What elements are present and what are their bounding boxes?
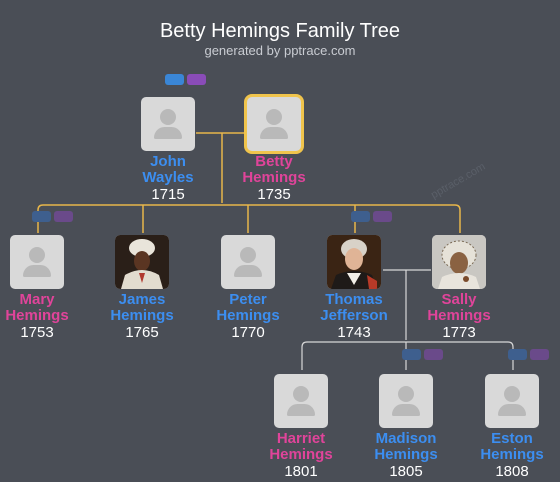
expand-mother-button[interactable] [530, 349, 549, 360]
person-birth-year: 1773 [442, 324, 476, 341]
person-birth-year: 1770 [231, 324, 265, 341]
person-first-name: Peter [229, 291, 267, 308]
person-last-name: Hemings [374, 446, 438, 463]
silhouette-icon [221, 235, 275, 289]
expand-children-toggle-eston[interactable] [508, 349, 552, 361]
person-last-name: Hemings [269, 446, 333, 463]
expand-father-button[interactable] [508, 349, 527, 360]
person-last-name: Hemings [216, 307, 280, 324]
portrait-photo-james [115, 235, 169, 289]
expand-father-button[interactable] [32, 211, 51, 222]
expand-father-button[interactable] [351, 211, 370, 222]
person-birth-year: 1743 [337, 324, 371, 341]
person-first-name: Madison [375, 430, 437, 447]
person-last-name: Hemings [110, 307, 174, 324]
person-first-name: Thomas [325, 291, 383, 308]
portrait-photo-sally [432, 235, 486, 289]
expand-children-toggle-madison[interactable] [402, 349, 446, 361]
person-last-name: Hemings [5, 307, 69, 324]
person-last-name: Jefferson [320, 307, 388, 324]
silhouette-icon [141, 97, 195, 151]
person-birth-year: 1808 [495, 463, 529, 480]
expand-parents-toggle-thomas[interactable] [351, 211, 395, 223]
expand-mother-button[interactable] [424, 349, 443, 360]
person-birth-year: 1765 [125, 324, 159, 341]
silhouette-icon [247, 97, 301, 151]
person-last-name: Hemings [242, 169, 306, 186]
person-birth-year: 1801 [284, 463, 318, 480]
person-first-name: Mary [19, 291, 55, 308]
person-first-name: Betty [255, 153, 293, 170]
person-birth-year: 1805 [389, 463, 423, 480]
person-first-name: John [150, 153, 186, 170]
expand-mother-button[interactable] [187, 74, 206, 85]
person-first-name: Sally [441, 291, 477, 308]
expand-parents-toggle-mary[interactable] [32, 211, 76, 223]
person-last-name: Wayles [142, 169, 194, 186]
person-birth-year: 1715 [151, 186, 185, 203]
page-subtitle: generated by pptrace.com [204, 43, 356, 58]
person-last-name: Hemings [427, 307, 491, 324]
person-first-name: Harriet [276, 430, 326, 447]
expand-father-button[interactable] [402, 349, 421, 360]
silhouette-icon [274, 374, 328, 428]
person-birth-year: 1753 [20, 324, 54, 341]
person-last-name: Hemings [480, 446, 544, 463]
expand-mother-button[interactable] [54, 211, 73, 222]
expand-mother-button[interactable] [373, 211, 392, 222]
silhouette-icon [10, 235, 64, 289]
expand-parents-toggle-john-betty[interactable] [165, 74, 209, 86]
silhouette-icon [485, 374, 539, 428]
portrait-photo-thomas [327, 235, 381, 289]
page-title: Betty Hemings Family Tree [159, 20, 401, 42]
expand-father-button[interactable] [165, 74, 184, 85]
silhouette-icon [379, 374, 433, 428]
person-first-name: Eston [491, 430, 533, 447]
person-birth-year: 1735 [257, 186, 291, 203]
person-first-name: James [118, 291, 166, 308]
